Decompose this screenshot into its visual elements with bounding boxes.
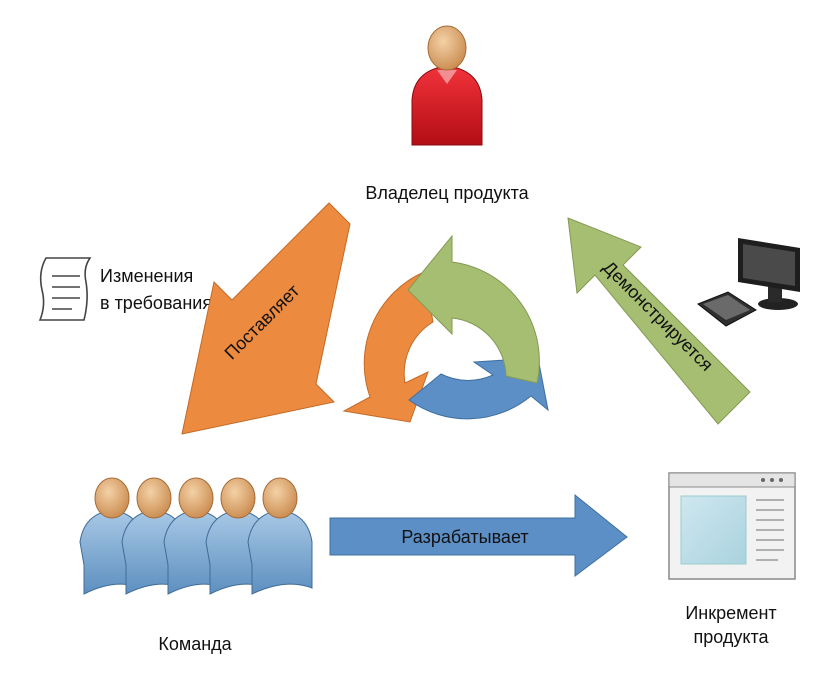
- delivers-arrow: Поставляет: [181, 202, 351, 435]
- team-icon: [79, 477, 313, 595]
- develops-arrow: Разрабатывает: [329, 493, 628, 577]
- increment-label-line2: продукта: [693, 627, 769, 647]
- develops-arrow-label: Разрабатывает: [401, 527, 528, 547]
- product-owner-icon: [411, 25, 483, 146]
- document-icon: [38, 257, 92, 321]
- team-label: Команда: [158, 634, 232, 654]
- changes-label-line2: в требованиях: [100, 293, 221, 313]
- changes-label-line1: Изменения: [100, 266, 193, 286]
- cycle-arrows-icon: [342, 234, 549, 423]
- browser-window-icon: [668, 472, 796, 580]
- increment-label-line1: Инкремент: [685, 603, 776, 623]
- computer-icon: [697, 238, 800, 327]
- owner-label: Владелец продукта: [365, 183, 529, 203]
- demonstrates-arrow-label: Демонстрируется: [599, 257, 717, 375]
